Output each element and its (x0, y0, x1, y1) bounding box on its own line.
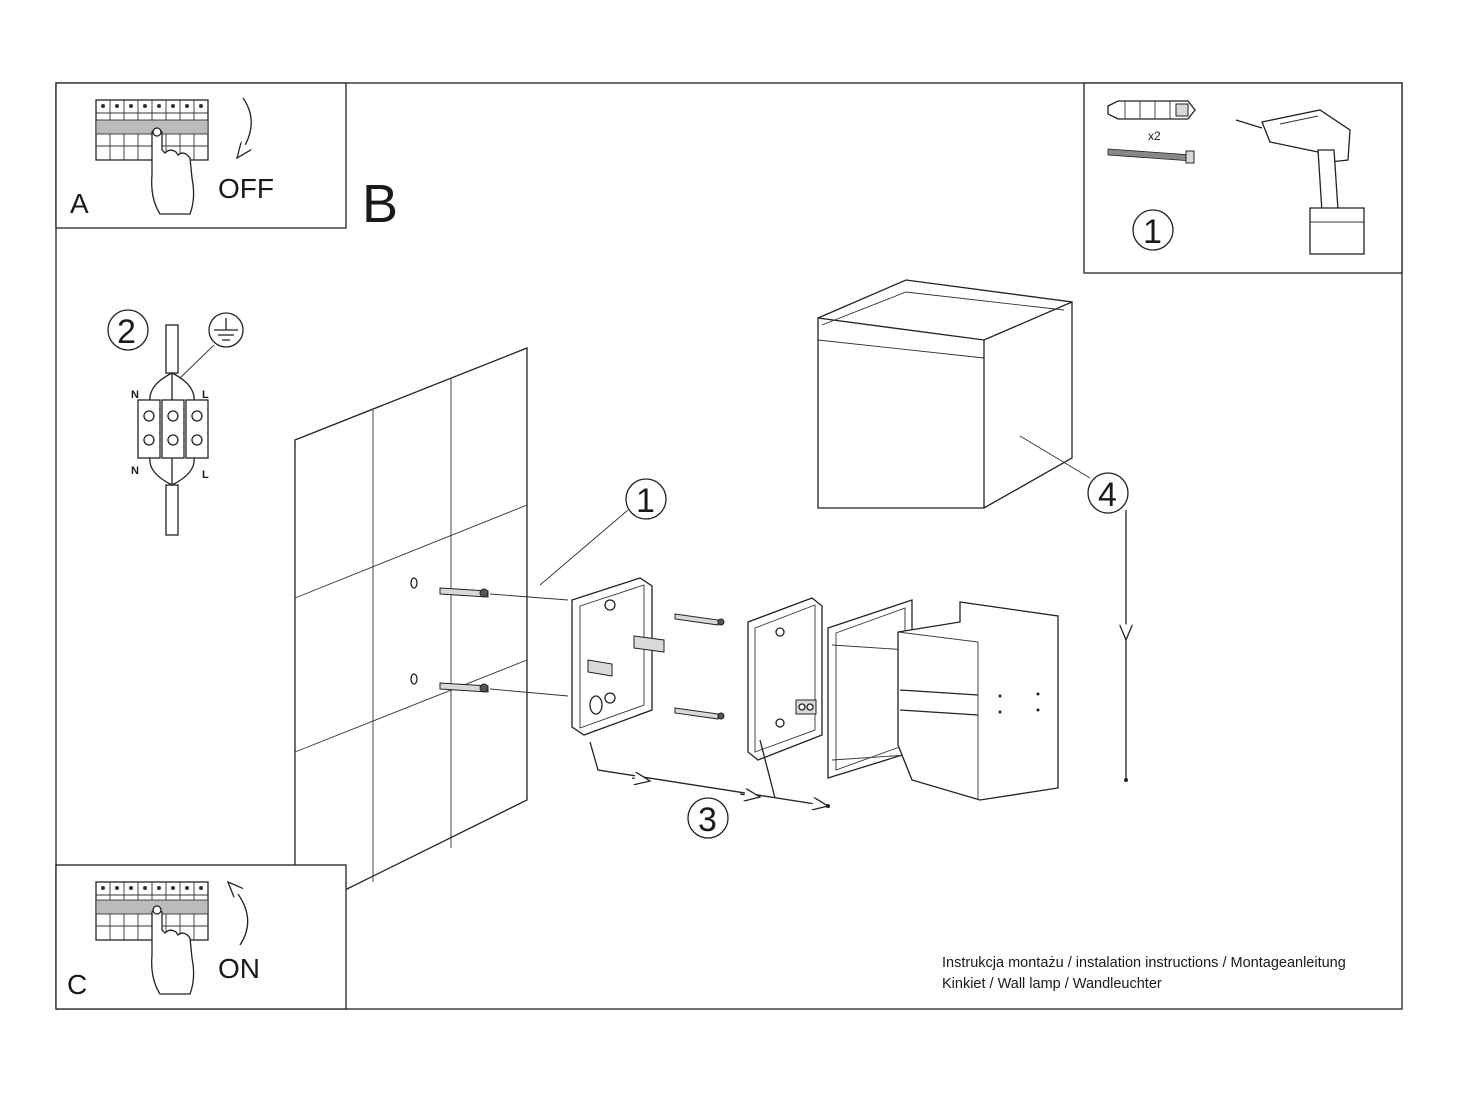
footer-line-2: Kinkiet / Wall lamp / Wandleuchter (942, 976, 1162, 992)
breaker-panel-icon (95, 99, 209, 161)
step-3-marker: 3 (687, 797, 729, 839)
drill-icon (1235, 109, 1365, 255)
tools-box: x2 1 (1083, 82, 1403, 274)
lamp-base-plate (747, 597, 823, 761)
outer-border (55, 82, 1403, 1010)
on-label: ON (218, 953, 260, 984)
step-1-marker: 1 (1132, 209, 1174, 251)
svg-text:4: 4 (1098, 476, 1117, 514)
label-l-top: L (202, 389, 209, 401)
panel-a: A OFF (55, 82, 347, 229)
cable-bottom (165, 484, 179, 536)
panel-c: C ON (55, 864, 347, 1010)
hand-icon (151, 127, 195, 215)
wall-illustration (294, 347, 528, 891)
step-3-connect-arrow: 3 (589, 739, 830, 839)
lamp-body (827, 599, 1059, 801)
quantity-label: x2 (1148, 129, 1161, 143)
svg-text:2: 2 (117, 313, 136, 351)
lamp-cover: 4 (817, 279, 1129, 782)
svg-text:3: 3 (698, 801, 717, 839)
wiring-diagram: 2 N L N L (107, 309, 244, 536)
ground-icon (179, 312, 244, 379)
rotate-up-arrow-icon (228, 882, 249, 946)
panel-b-letter: B (362, 174, 398, 234)
screw-icon (1107, 148, 1195, 164)
step-2-marker: 2 (107, 309, 149, 351)
wall-plug-icon (1107, 100, 1196, 120)
label-n-bottom: N (131, 465, 139, 477)
step-4-marker: 4 (1019, 435, 1129, 514)
label-l-bottom: L (202, 469, 209, 481)
svg-text:1: 1 (1143, 213, 1162, 251)
dowels-and-screws (410, 577, 725, 720)
panel-c-letter: C (67, 969, 87, 1000)
terminal-connector-icon (795, 699, 817, 715)
rotate-down-arrow-icon (237, 97, 252, 158)
terminal-block-icon (137, 399, 209, 459)
mounting-plate: 1 (539, 478, 667, 736)
off-label: OFF (218, 173, 274, 204)
footer-line-1: Instrukcja montażu / instalation instruc… (942, 955, 1346, 971)
svg-text:1: 1 (636, 482, 655, 520)
step-1-plate-marker: 1 (539, 478, 667, 586)
label-n-top: N (131, 389, 139, 401)
panel-a-letter: A (70, 188, 89, 219)
cable-top (165, 324, 179, 374)
hand-icon (151, 905, 195, 995)
